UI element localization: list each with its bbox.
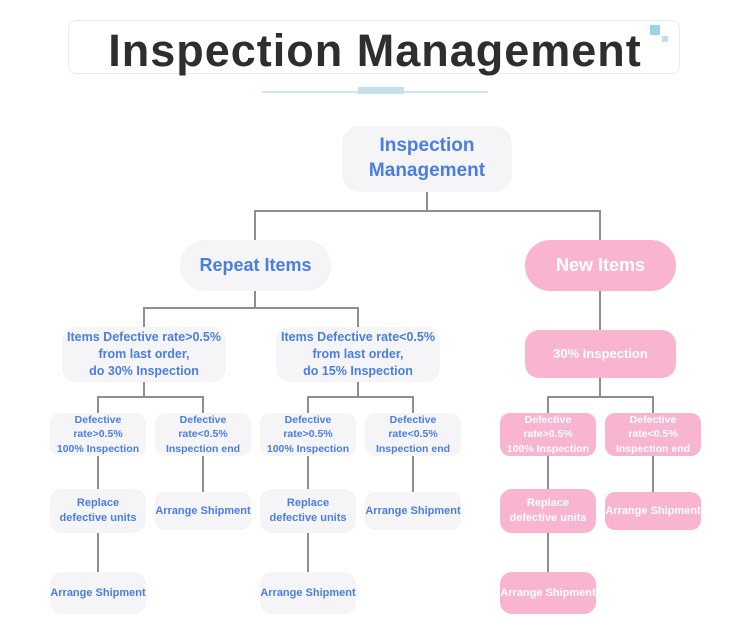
node-arrange-shipment[interactable]: Arrange Shipment — [605, 492, 701, 530]
connector-line — [254, 210, 256, 240]
node-root-inspection-management[interactable]: Inspection Management — [342, 126, 512, 192]
connector-line — [143, 307, 145, 327]
connector-line — [307, 456, 309, 492]
connector-line — [357, 382, 359, 396]
connector-line — [547, 396, 549, 413]
connector-line — [307, 396, 309, 413]
connector-line — [652, 456, 654, 492]
connector-line — [599, 291, 601, 330]
node-replace-defective-units[interactable]: Replace defective units — [260, 489, 356, 533]
connector-line — [547, 533, 549, 572]
node-replace-defective-units[interactable]: Replace defective units — [500, 489, 596, 533]
node-arrange-shipment[interactable]: Arrange Shipment — [155, 492, 251, 530]
node-rate-low-inspection-end[interactable]: Defective rate<0.5% Inspection end — [605, 413, 701, 456]
node-arrange-shipment[interactable]: Arrange Shipment — [500, 572, 596, 614]
connector-line — [307, 533, 309, 572]
node-arrange-shipment[interactable]: Arrange Shipment — [50, 572, 146, 614]
node-rate-high-100-inspection[interactable]: Defective rate>0.5% 100% Inspection — [50, 413, 146, 456]
connector-line — [97, 533, 99, 572]
node-repeat-items[interactable]: Repeat Items — [180, 240, 331, 291]
connector-line — [412, 396, 414, 413]
node-rate-low-inspection-end[interactable]: Defective rate<0.5% Inspection end — [155, 413, 251, 456]
connector-line — [307, 396, 414, 398]
node-rate-low-inspection-end[interactable]: Defective rate<0.5% Inspection end — [365, 413, 461, 456]
connector-line — [97, 396, 99, 413]
connector-line — [652, 396, 654, 413]
connector-line — [143, 382, 145, 396]
page-title: Inspection Management — [108, 25, 642, 76]
connector-line — [412, 456, 414, 492]
connector-line — [547, 396, 654, 398]
node-new-items[interactable]: New Items — [525, 240, 676, 291]
title-underline-accent — [358, 87, 404, 94]
node-arrange-shipment[interactable]: Arrange Shipment — [365, 492, 461, 530]
node-rate-high-100-inspection[interactable]: Defective rate>0.5% 100% Inspection — [500, 413, 596, 456]
connector-line — [202, 396, 204, 413]
connector-line — [143, 307, 359, 309]
node-condition-repeat-low-rate[interactable]: Items Defective rate<0.5% from last orde… — [276, 327, 440, 382]
decor-square-icon — [650, 25, 660, 35]
node-arrange-shipment[interactable]: Arrange Shipment — [260, 572, 356, 614]
node-rate-high-100-inspection[interactable]: Defective rate>0.5% 100% Inspection — [260, 413, 356, 456]
connector-line — [254, 210, 601, 212]
connector-line — [599, 210, 601, 240]
connector-line — [254, 291, 256, 307]
node-condition-repeat-high-rate[interactable]: Items Defective rate>0.5% from last orde… — [62, 327, 226, 382]
connector-line — [97, 456, 99, 492]
connector-line — [426, 192, 428, 210]
decor-square-icon — [662, 36, 668, 42]
connector-line — [357, 307, 359, 327]
title-card — [68, 20, 680, 74]
connector-line — [97, 396, 204, 398]
connector-line — [202, 456, 204, 492]
node-30-percent-inspection[interactable]: 30% Inspection — [525, 330, 676, 378]
connector-line — [599, 378, 601, 396]
node-replace-defective-units[interactable]: Replace defective units — [50, 489, 146, 533]
connector-line — [547, 456, 549, 492]
